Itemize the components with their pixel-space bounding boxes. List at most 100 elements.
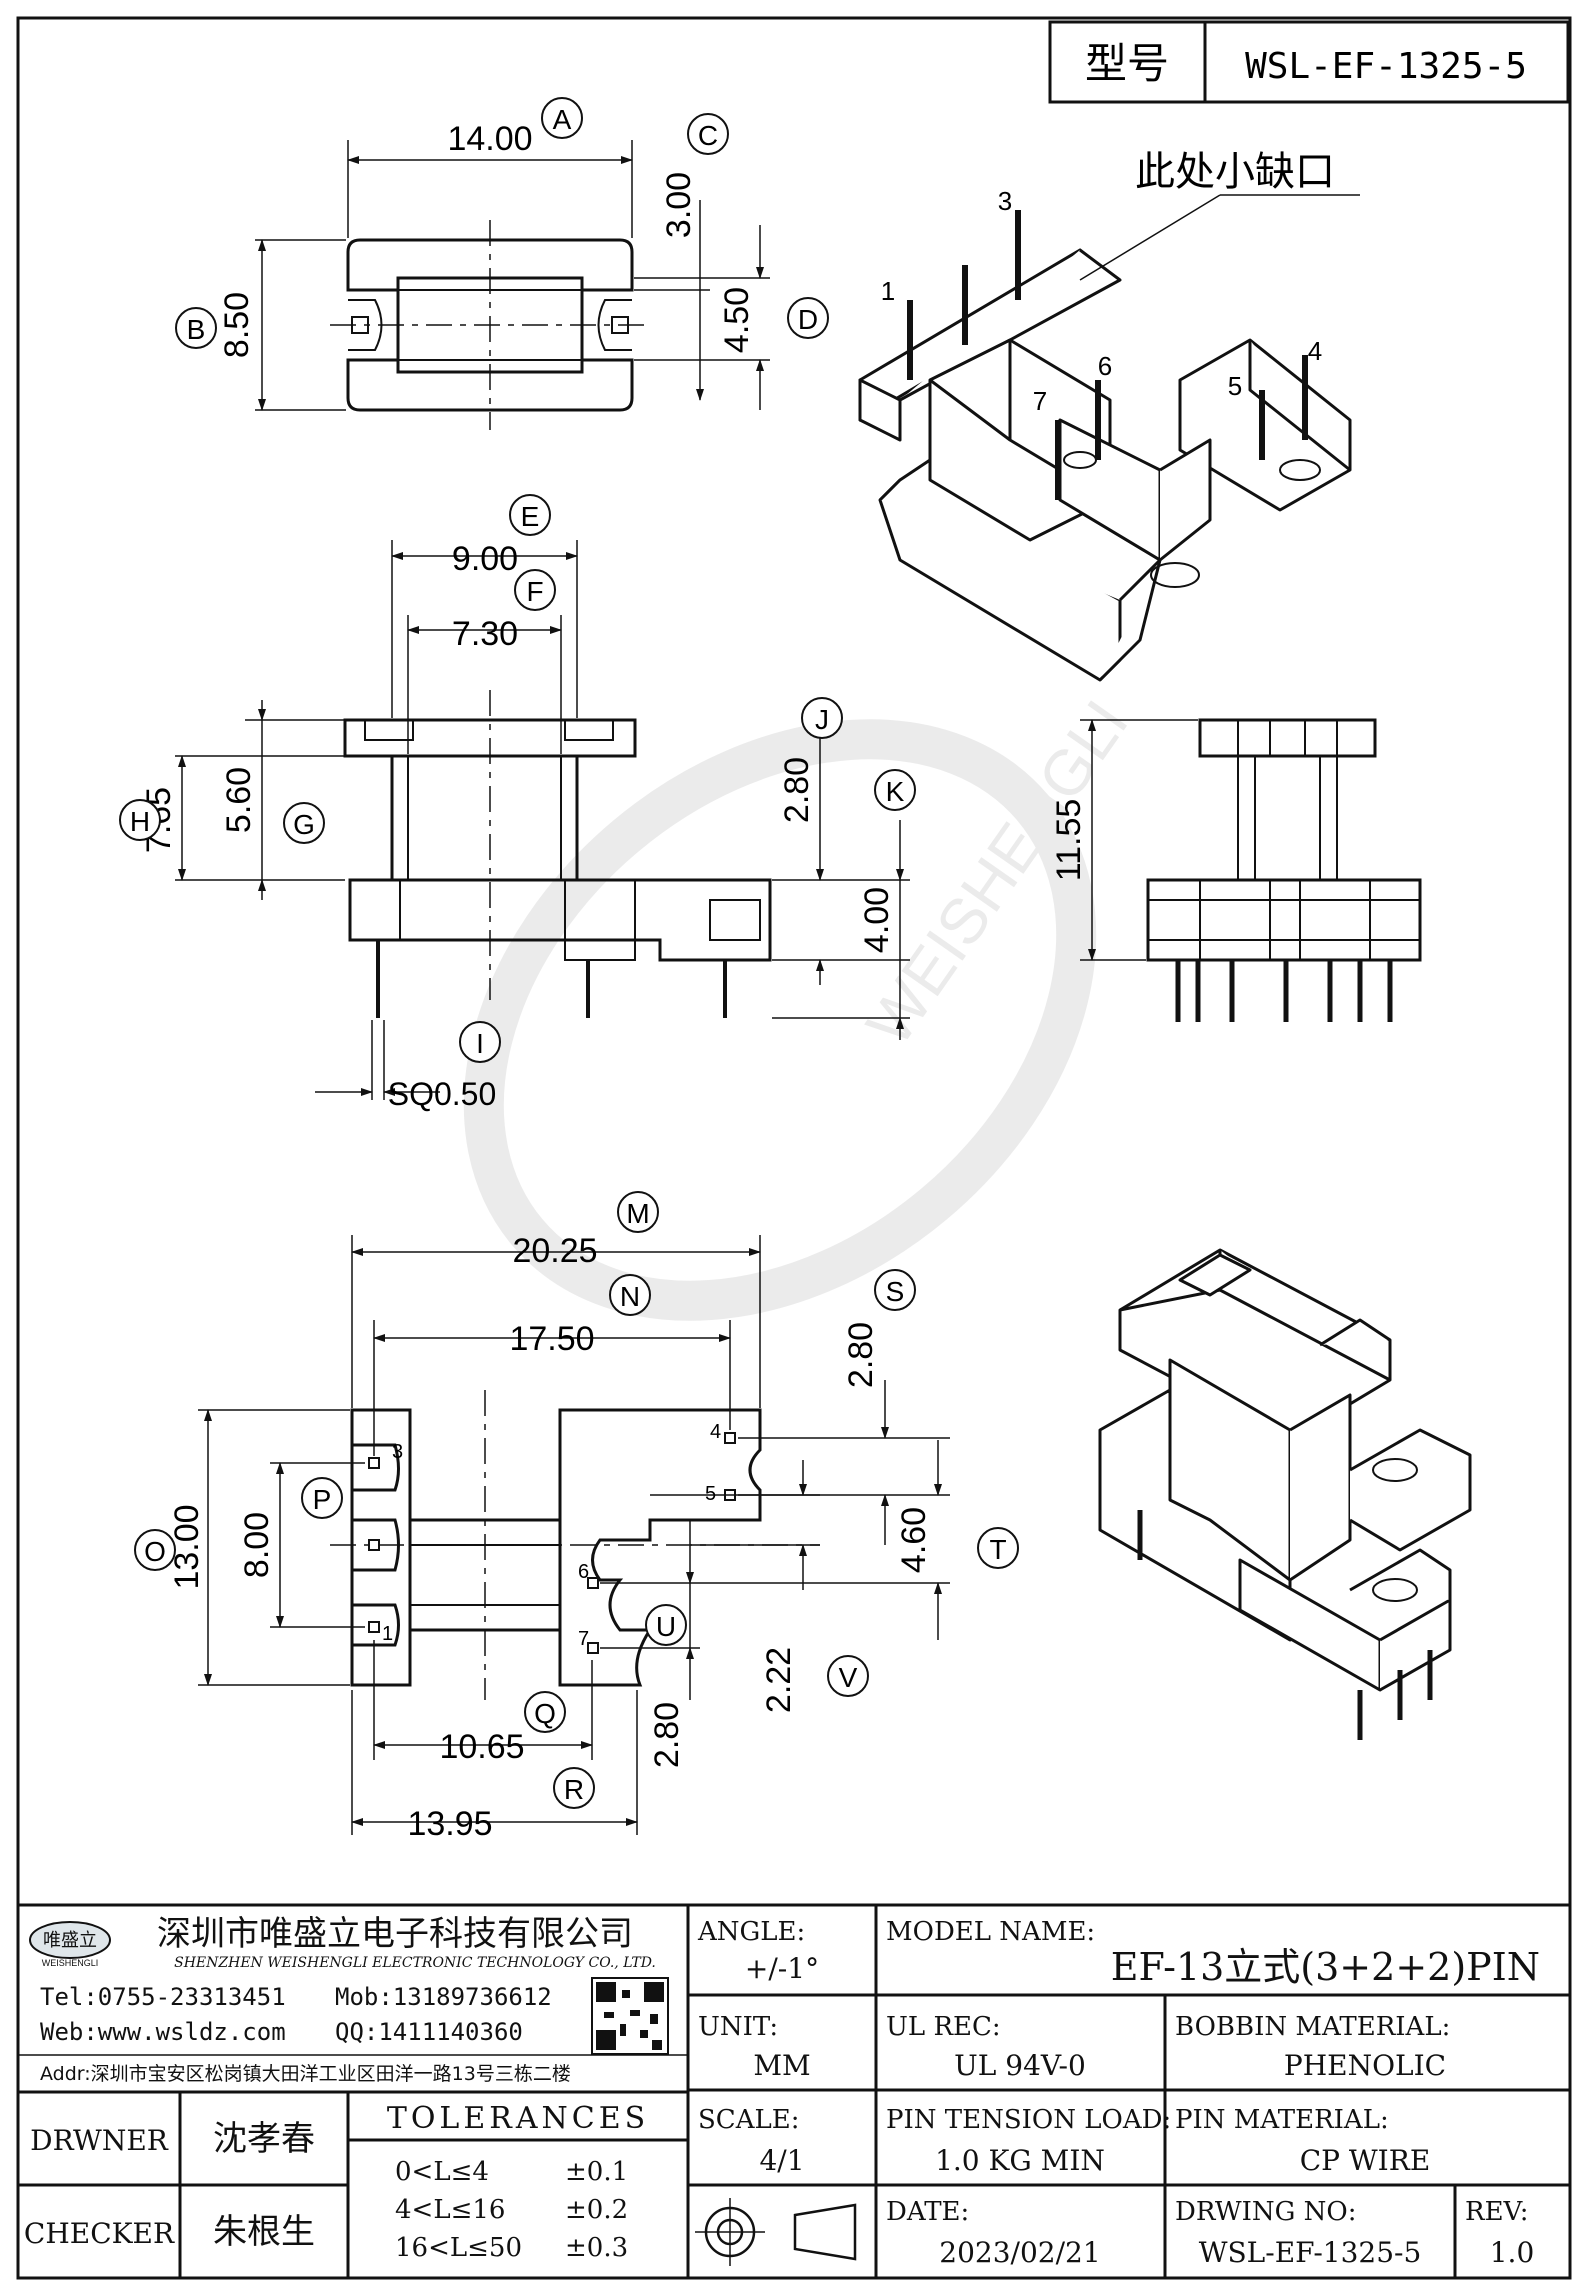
svg-text:3: 3 xyxy=(392,1441,403,1463)
bottom-view xyxy=(198,1235,950,1835)
scale-value: 4/1 xyxy=(759,2144,804,2177)
watermark: WEISHENGLI xyxy=(463,688,1142,1321)
header-model-number: WSL-EF-1325-5 xyxy=(1245,46,1527,87)
angle-value: +/-1° xyxy=(745,1952,819,1985)
svg-text:S: S xyxy=(886,1276,905,1307)
tolerance-range-3: 16<L≤50 xyxy=(395,2233,522,2263)
company-mob: Mob:13189736612 xyxy=(335,1983,552,2011)
svg-text:3: 3 xyxy=(998,186,1012,216)
dim-V-value: 2.22 xyxy=(760,1647,798,1713)
svg-text:U: U xyxy=(656,1611,676,1642)
dim-E-value: 9.00 xyxy=(452,540,518,578)
pin-number-labels: 1 3 7 6 5 4 xyxy=(881,186,1322,416)
tolerance-range-2: 4<L≤16 xyxy=(395,2195,505,2225)
drawing-no-value: WSL-EF-1325-5 xyxy=(1199,2236,1422,2269)
ul-rec-label: UL REC: xyxy=(886,2012,1001,2042)
isometric-view-top xyxy=(858,194,1360,682)
checker-label: CHECKER xyxy=(24,2217,175,2250)
bobbin-material-label: BOBBIN MATERIAL: xyxy=(1175,2012,1450,2042)
dim-N-value: 17.50 xyxy=(509,1320,594,1358)
company-addr: Addr:深圳市宝安区松岗镇大田洋工业区田洋一路13号三栋二楼 xyxy=(40,2063,571,2085)
callout-M: M xyxy=(617,1191,659,1233)
callout-C: C xyxy=(687,113,729,155)
svg-text:K: K xyxy=(886,776,905,807)
dim-B-value: 8.50 xyxy=(218,292,256,358)
dim-G-value: 5.60 xyxy=(220,767,258,833)
dim-Q-value: 10.65 xyxy=(439,1728,524,1766)
top-view-labels: 14.00 8.50 3.00 4.50 A B C D xyxy=(175,97,829,358)
pin-material-label: PIN MATERIAL: xyxy=(1175,2105,1389,2135)
isometric-view-bottom xyxy=(1098,1248,1472,1740)
date-value: 2023/02/21 xyxy=(939,2236,1100,2269)
dim-M-value: 20.25 xyxy=(512,1232,597,1270)
callout-D: D xyxy=(787,297,829,339)
dim-P-value: 8.00 xyxy=(238,1512,276,1578)
callout-Q: Q xyxy=(524,1691,566,1733)
company-name: 深圳市唯盛立电子科技有限公司 xyxy=(157,1914,633,1954)
svg-text:C: C xyxy=(698,120,718,151)
svg-text:T: T xyxy=(989,1534,1006,1565)
callout-N: N xyxy=(609,1274,651,1316)
top-view xyxy=(255,140,770,430)
front-view xyxy=(175,540,910,1100)
svg-text:M: M xyxy=(626,1198,649,1229)
bottom-view-pin-labels: 3 1 4 5 6 7 xyxy=(382,1421,721,1650)
title-block-text: 唯盛立 WEISHENGLI 深圳市唯盛立电子科技有限公司 SHENZHEN W… xyxy=(24,1914,1540,2269)
scale-label: SCALE: xyxy=(698,2105,800,2135)
company-logo-text: 唯盛立 xyxy=(43,1930,97,1951)
header-model-label: 型号 xyxy=(1085,39,1169,88)
svg-text:R: R xyxy=(564,1774,584,1805)
unit-label: UNIT: xyxy=(698,2012,778,2042)
callout-H: H xyxy=(119,799,161,841)
date-label: DATE: xyxy=(886,2197,969,2227)
svg-text:N: N xyxy=(620,1281,640,1312)
dim-F-value: 7.30 xyxy=(452,615,518,653)
callout-O: O xyxy=(134,1529,176,1571)
tolerance-value-3: ±0.3 xyxy=(565,2233,628,2263)
tolerance-value-1: ±0.1 xyxy=(565,2157,628,2187)
pin-tension-label: PIN TENSION LOAD: xyxy=(886,2105,1171,2135)
callout-P: P xyxy=(301,1477,343,1519)
dim-R-value: 13.95 xyxy=(407,1805,492,1843)
svg-text:5: 5 xyxy=(1228,371,1242,401)
callout-A: A xyxy=(541,97,583,139)
rev-value: 1.0 xyxy=(1490,2236,1535,2269)
dim-A-value: 14.00 xyxy=(447,120,532,158)
callout-B: B xyxy=(175,307,217,349)
callout-V: V xyxy=(827,1655,869,1697)
svg-text:E: E xyxy=(521,501,540,532)
svg-text:7: 7 xyxy=(578,1628,589,1650)
svg-text:G: G xyxy=(293,809,315,840)
callout-K: K xyxy=(874,769,916,811)
svg-text:1: 1 xyxy=(382,1623,393,1645)
dim-I-value: SQ0.50 xyxy=(388,1076,497,1112)
model-name-value: EF-13立式(3+2+2)PIN xyxy=(1111,1945,1540,1989)
projection-symbol xyxy=(695,2198,857,2266)
company-qq: QQ:1411140360 xyxy=(335,2018,523,2046)
bottom-view-labels: 20.25 17.50 13.00 8.00 10.65 13.95 2.80 … xyxy=(134,1191,1019,1843)
dim-T-value: 4.60 xyxy=(895,1507,933,1573)
front-view-labels: 9.00 7.30 7.65 5.60 2.80 4.00 SQ0.50 E F… xyxy=(119,494,916,1112)
callout-I: I xyxy=(459,1021,501,1063)
svg-text:V: V xyxy=(839,1662,858,1693)
callout-U: U xyxy=(645,1604,687,1646)
drawing-no-label: DRWING NO: xyxy=(1175,2197,1356,2227)
callout-S: S xyxy=(874,1269,916,1311)
dim-J-value: 2.80 xyxy=(778,757,816,823)
dim-C-value: 3.00 xyxy=(660,172,698,238)
header-model-box: 型号 WSL-EF-1325-5 xyxy=(1048,20,1570,104)
svg-text:4: 4 xyxy=(1308,336,1322,366)
svg-text:7: 7 xyxy=(1033,386,1047,416)
unit-value: MM xyxy=(753,2049,810,2082)
svg-text:1: 1 xyxy=(881,276,895,306)
angle-label: ANGLE: xyxy=(697,1917,805,1947)
svg-text:F: F xyxy=(526,576,543,607)
ul-rec-value: UL 94V-0 xyxy=(954,2049,1086,2082)
tolerances-label: TOLERANCES xyxy=(387,2101,649,2136)
dim-K-value: 4.00 xyxy=(858,887,896,953)
company-name-en: SHENZHEN WEISHENGLI ELECTRONIC TECHNOLOG… xyxy=(174,1955,656,1971)
svg-text:B: B xyxy=(187,314,206,345)
svg-text:6: 6 xyxy=(1098,351,1112,381)
callout-T: T xyxy=(977,1527,1019,1569)
callout-E: E xyxy=(509,494,551,536)
